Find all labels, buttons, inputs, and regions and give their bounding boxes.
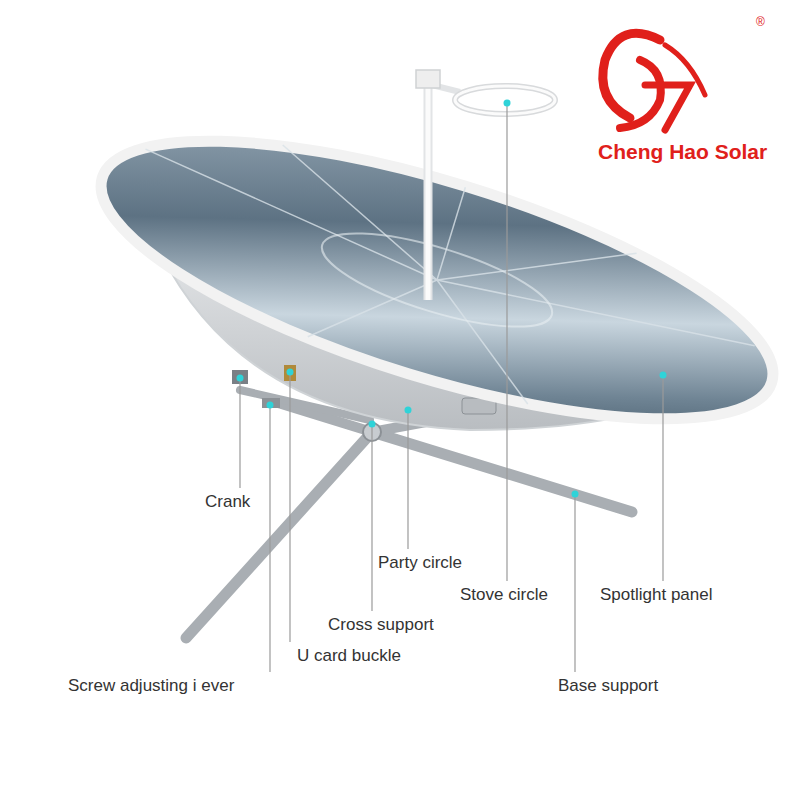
leader-lines	[240, 103, 663, 672]
stove-circle	[416, 70, 555, 300]
registered-mark: ®	[756, 15, 765, 29]
part-label: U card buckle	[297, 646, 401, 666]
part-label: Stove circle	[460, 585, 548, 605]
part-label: Spotlight panel	[600, 585, 712, 605]
logo-mark	[603, 33, 705, 130]
screw-lever	[262, 398, 280, 408]
stand	[186, 390, 632, 638]
spotlight-panel	[74, 84, 800, 476]
part-label: Screw adjusting i ever	[68, 676, 234, 696]
part-label: Cross support	[328, 615, 434, 635]
logo-text: Cheng Hao Solar	[598, 139, 767, 164]
part-label: Crank	[205, 492, 250, 512]
part-label: Base support	[558, 676, 658, 696]
part-label: Party circle	[378, 553, 462, 573]
